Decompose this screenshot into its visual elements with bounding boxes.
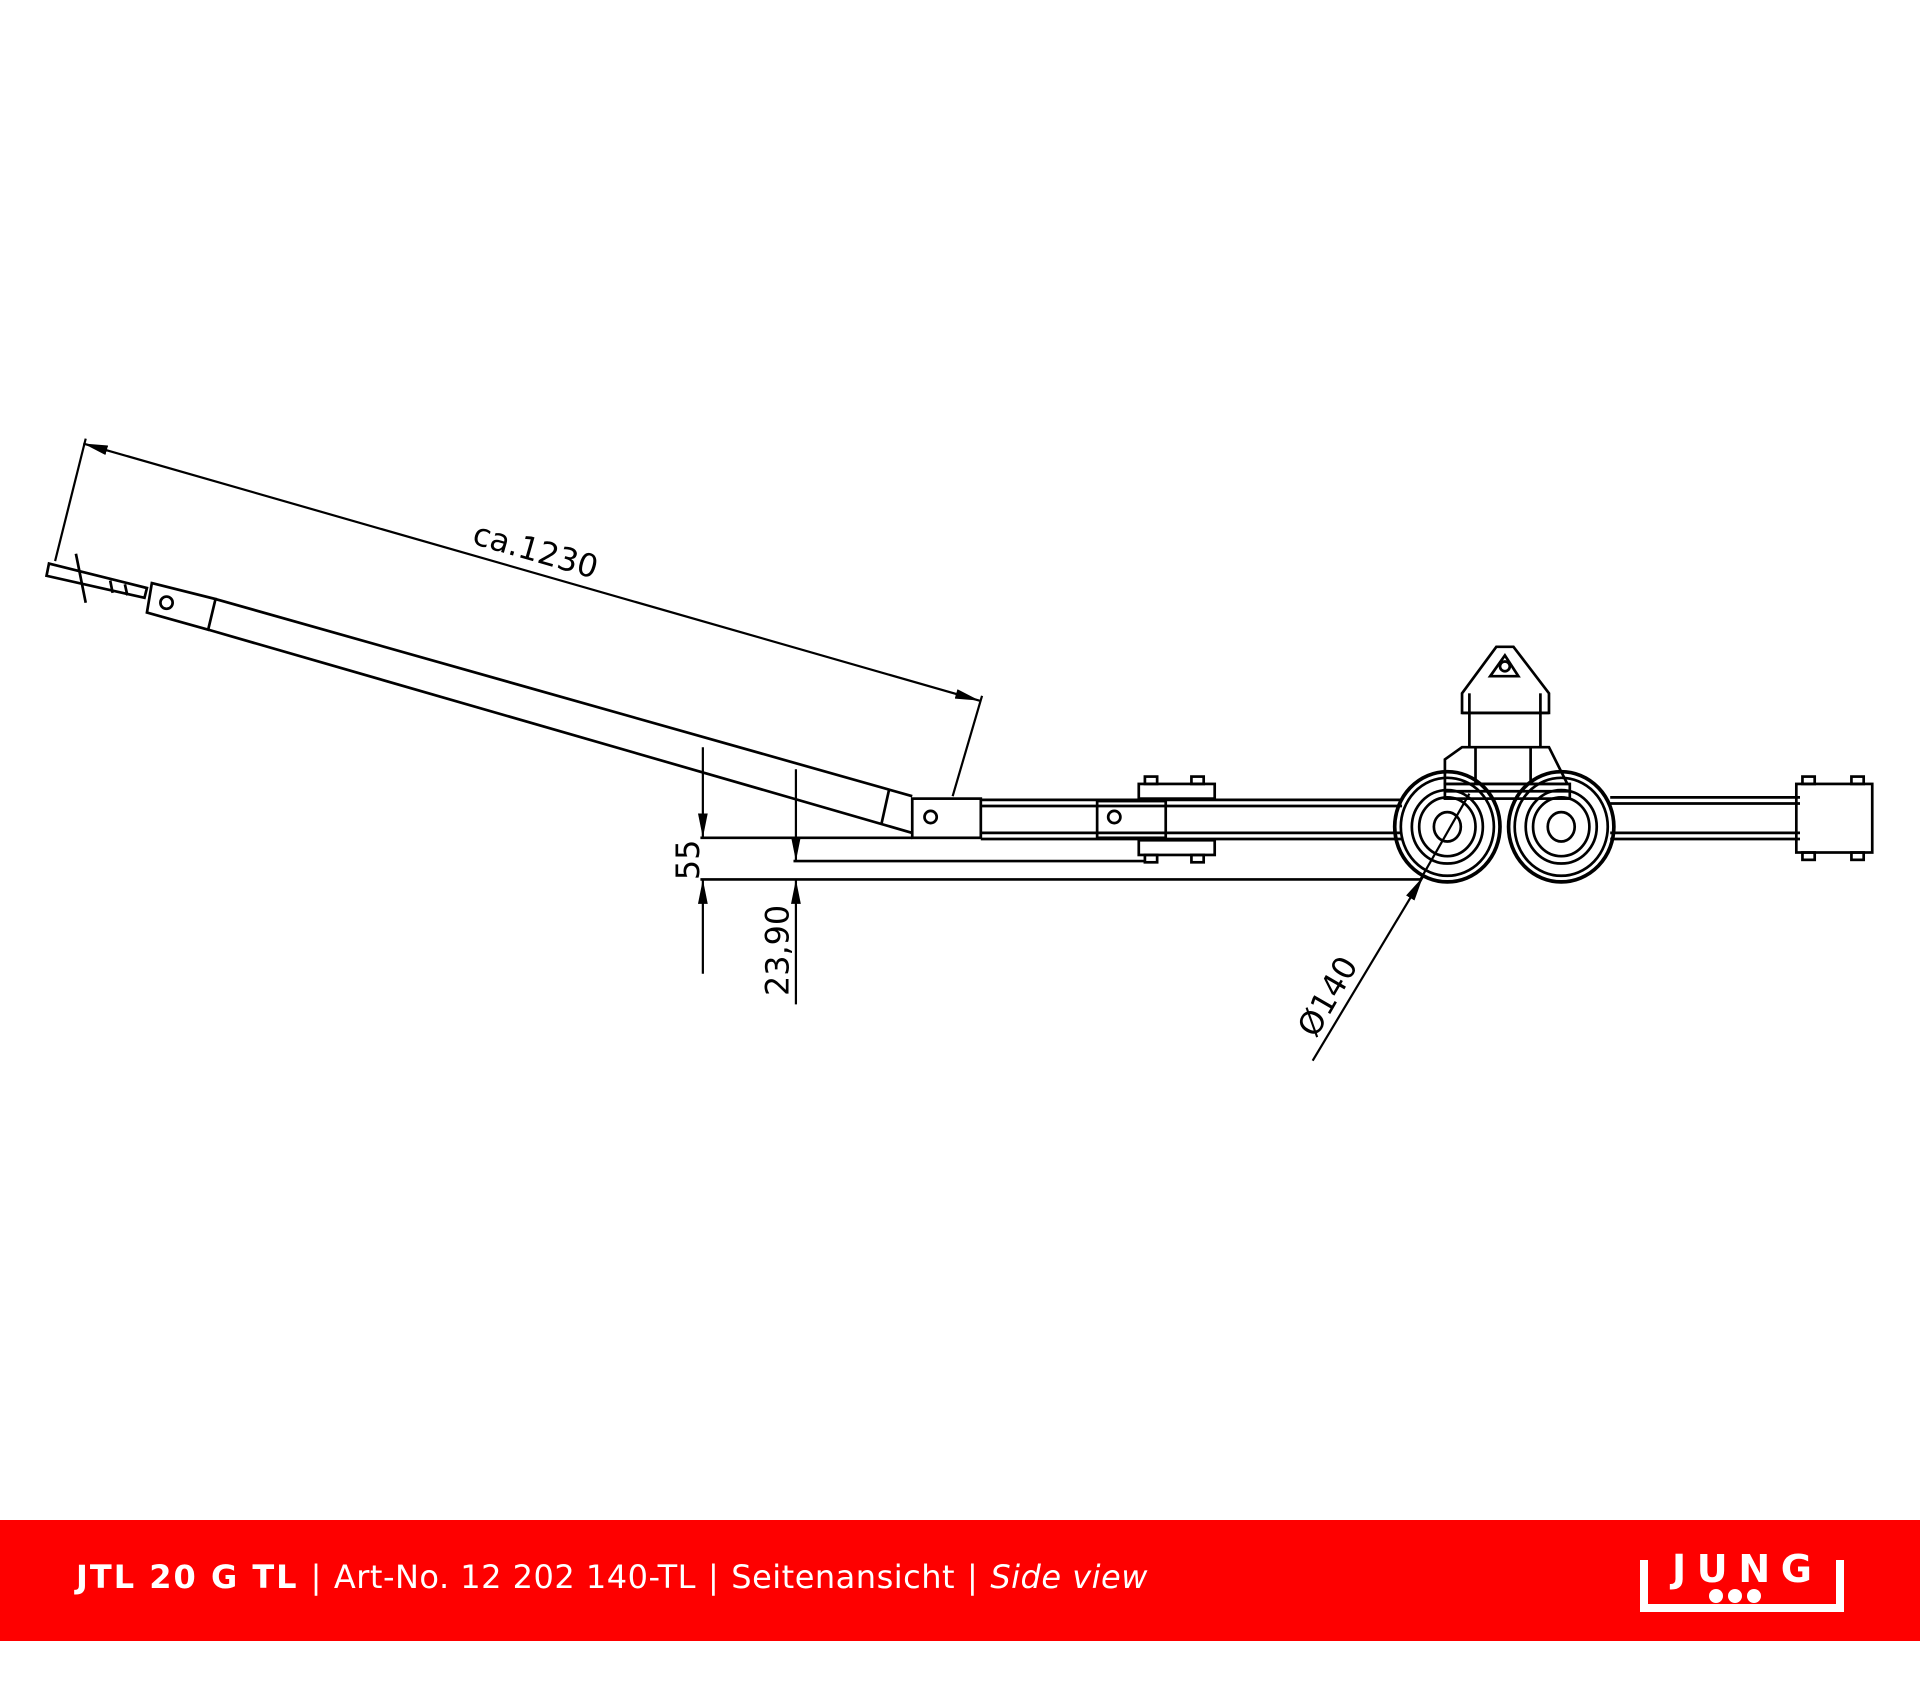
drawbar-handle bbox=[44, 553, 913, 835]
article-number: Art-No. 12 202 140-TL bbox=[333, 1558, 696, 1596]
wheel-front bbox=[1392, 769, 1502, 884]
svg-text:JUNG: JUNG bbox=[1669, 1547, 1812, 1591]
dimension-label-diameter: Ø140 bbox=[1290, 950, 1366, 1043]
separator: | bbox=[967, 1558, 979, 1596]
view-label-en: Side view bbox=[990, 1558, 1148, 1596]
model-name: JTL 20 G TL bbox=[76, 1558, 299, 1596]
dimension-label-length: ca.1230 bbox=[469, 515, 603, 587]
jung-logo: JUNG bbox=[1640, 1547, 1844, 1612]
dimension-label-23-90: 23,90 bbox=[759, 905, 797, 996]
dimension-label-55: 55 bbox=[669, 840, 707, 881]
dimension-height-55: 55 bbox=[669, 747, 708, 974]
lifting-eye-bracket bbox=[1443, 645, 1572, 800]
view-label-de: Seitenansicht bbox=[731, 1558, 956, 1596]
chassis-frame bbox=[700, 775, 1874, 881]
pivot-hole-icon bbox=[159, 595, 174, 611]
dimension-height-23-90: 23,90 bbox=[759, 769, 801, 1005]
dimension-handle-length: ca.1230 bbox=[54, 438, 984, 797]
footer-band: JTL 20 G TL | Art-No. 12 202 140-TL | Seiten… bbox=[0, 1520, 1920, 1641]
separator: | bbox=[310, 1558, 322, 1596]
wheel-rear bbox=[1506, 769, 1616, 884]
separator: | bbox=[707, 1558, 720, 1596]
footer-caption: JTL 20 G TL | Art-No. 12 202 140-TL | Seiten… bbox=[76, 1558, 1148, 1596]
